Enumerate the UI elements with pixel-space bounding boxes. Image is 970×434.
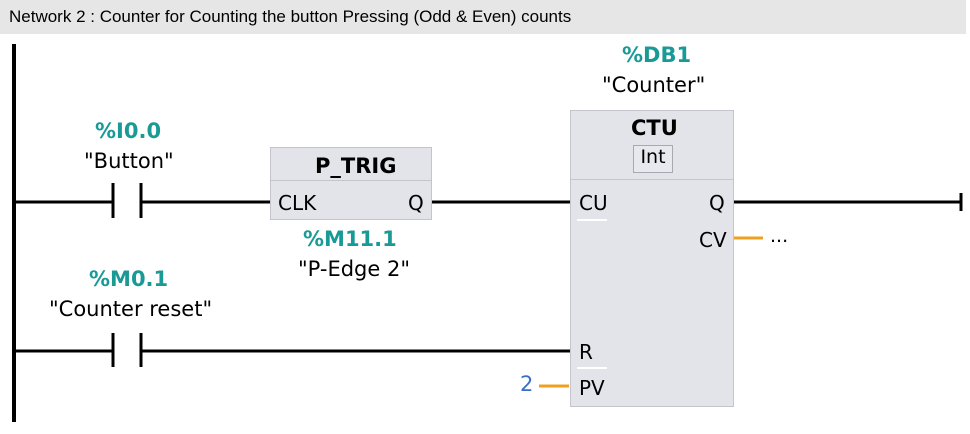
ctu-cu-pin[interactable]: CU: [579, 191, 608, 215]
contact-i0-address[interactable]: %I0.0: [95, 119, 162, 143]
p-trig-clk-pin[interactable]: CLK: [278, 191, 317, 215]
ctu-title: CTU: [631, 116, 678, 140]
ctu-cv-pin[interactable]: CV: [699, 228, 727, 252]
ctu-data-type[interactable]: Int: [633, 145, 673, 173]
p-trig-symbol[interactable]: "P-Edge 2": [298, 257, 410, 281]
ctu-pv-pin[interactable]: PV: [579, 376, 605, 400]
contact-m0-address[interactable]: %M0.1: [89, 267, 169, 291]
ctu-block[interactable]: CTU Int CU Q CV R PV: [570, 110, 734, 407]
p-trig-block[interactable]: P_TRIG CLK Q: [270, 147, 432, 220]
p-trig-address[interactable]: %M11.1: [303, 227, 397, 251]
p-trig-title: P_TRIG: [315, 154, 397, 178]
network-header[interactable]: Network 2 : Counter for Counting the but…: [0, 0, 966, 34]
ctu-r-pin[interactable]: R: [579, 340, 593, 364]
ctu-instance-symbol[interactable]: "Counter": [602, 73, 706, 97]
network-title: Network 2 : Counter for Counting the but…: [9, 7, 572, 26]
ctu-cv-value[interactable]: ...: [770, 225, 789, 247]
p-trig-q-pin[interactable]: Q: [408, 191, 424, 215]
power-rail: [12, 44, 16, 422]
ctu-instance-address[interactable]: %DB1: [622, 43, 692, 67]
contact-i0-symbol[interactable]: "Button": [84, 149, 174, 173]
ctu-pv-value[interactable]: 2: [520, 372, 534, 396]
ctu-q-pin[interactable]: Q: [709, 191, 725, 215]
contact-m0-symbol[interactable]: "Counter reset": [49, 297, 213, 321]
